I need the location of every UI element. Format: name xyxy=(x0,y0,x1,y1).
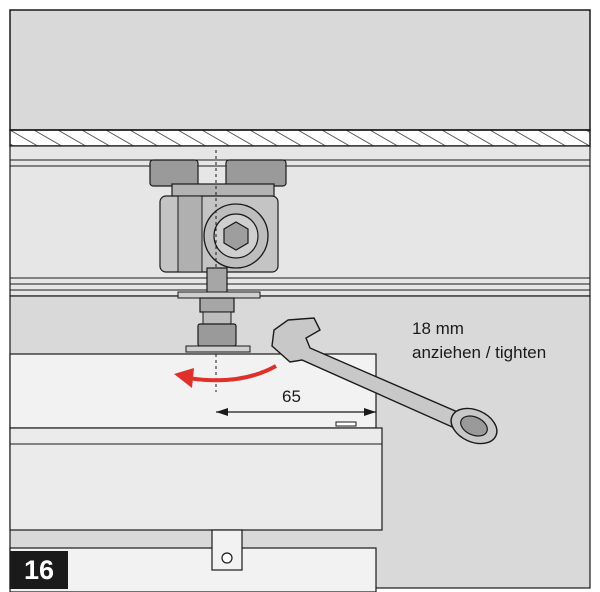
roller-carriage xyxy=(149,150,287,392)
rotation-arrow-icon xyxy=(174,364,277,388)
adjustment-bolt xyxy=(177,267,261,353)
dimension-label: 65 xyxy=(282,387,301,406)
step-number-badge: 16 xyxy=(10,551,68,589)
ceiling-panel xyxy=(9,9,591,147)
bottom-bracket xyxy=(211,529,243,571)
wrench-icon xyxy=(271,317,498,445)
track-rail xyxy=(9,145,591,297)
hex-socket-icon xyxy=(223,221,249,251)
wrench-size-label: 18 mm xyxy=(412,319,464,338)
dimension-line xyxy=(216,396,377,420)
tighten-instruction-label: anziehen / tighten xyxy=(412,343,547,362)
